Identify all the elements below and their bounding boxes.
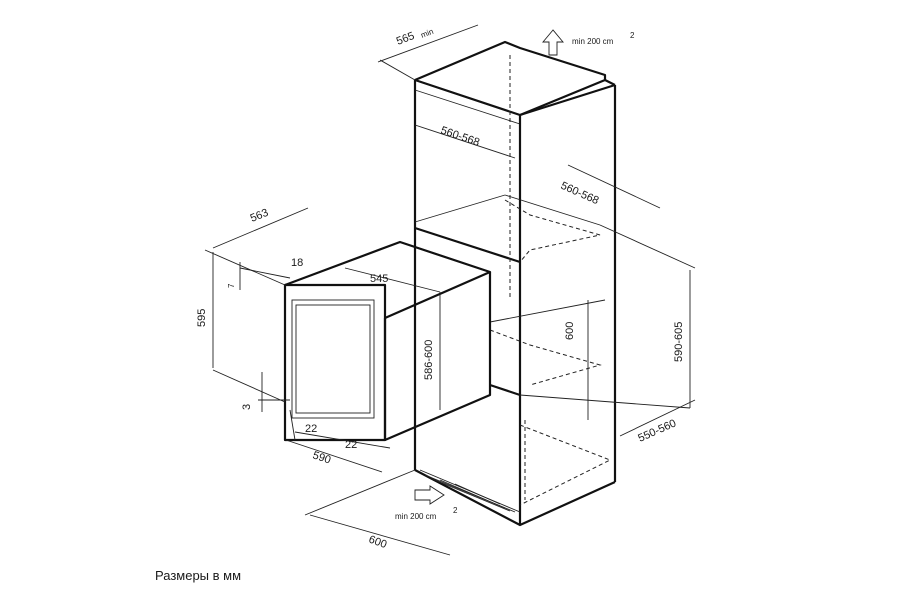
label-oven-depth: 563 <box>249 207 271 225</box>
vent-arrow-top <box>542 29 564 56</box>
oven-door-window <box>291 299 375 419</box>
dimension-labels: 565 min min 200 cm 2 560-568 560-568 600… <box>196 27 685 551</box>
label-oven-width: 590 <box>311 449 332 466</box>
label-vent-bottom-sup: 2 <box>453 506 458 515</box>
label-cabinet-top-depth: 565 <box>395 30 416 48</box>
label-vent-top: min 200 cm <box>572 37 614 46</box>
cabinet <box>413 40 617 527</box>
label-oven-top-depth: 545 <box>370 273 388 285</box>
oven-front-panel <box>283 283 387 442</box>
label-dim-22-left: 22 <box>305 423 317 435</box>
oven <box>283 240 492 442</box>
dimension-lines <box>204 24 696 556</box>
label-vent-bottom: min 200 cm <box>395 512 437 521</box>
units-caption: Размеры в мм <box>155 568 242 583</box>
label-niche-height-range: 590-605 <box>673 322 685 362</box>
label-oven-body-height: 586-600 <box>423 340 435 380</box>
label-dim-3: 3 <box>241 404 253 410</box>
label-niche-height: 600 <box>564 322 576 340</box>
label-cabinet-top-depth-min: min <box>419 27 434 40</box>
label-vent-top-sup: 2 <box>630 31 635 40</box>
label-dim-18: 18 <box>291 257 303 269</box>
vent-arrow-bottom <box>414 485 445 505</box>
label-oven-height: 595 <box>196 309 208 327</box>
label-cabinet-width: 600 <box>367 534 388 552</box>
label-cabinet-depth: 550-560 <box>636 417 678 444</box>
plinth-vent-grille <box>419 469 521 513</box>
label-dim-22-bottom: 22 <box>345 439 357 451</box>
label-inner-width-side: 560-568 <box>559 180 601 207</box>
label-dim-7: 7 <box>227 283 236 288</box>
label-inner-width-top: 560-568 <box>439 124 481 148</box>
